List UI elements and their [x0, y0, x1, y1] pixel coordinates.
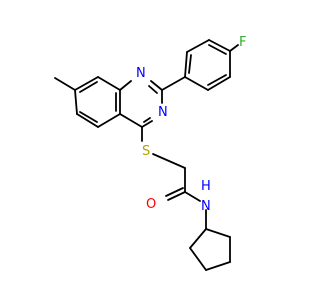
nitrogen-label-mid: N	[158, 105, 168, 120]
bond	[150, 80, 163, 91]
bond	[79, 81, 98, 93]
bond	[74, 89, 78, 115]
bond	[148, 85, 158, 94]
bond	[188, 54, 192, 74]
bond	[184, 76, 209, 91]
bond	[54, 77, 76, 91]
bond	[165, 187, 184, 197]
bond	[152, 153, 186, 169]
molecule-canvas: F N N S O N H	[54, 35, 246, 271]
bond	[79, 111, 98, 123]
bond	[186, 39, 210, 53]
amide-nitrogen-label: N	[201, 199, 211, 214]
amide-hydrogen-label: H	[201, 179, 211, 194]
structure-diagram: F N N S O N H	[54, 35, 246, 271]
bond	[207, 74, 227, 86]
bond	[97, 76, 121, 91]
bond	[119, 80, 132, 91]
bonds	[54, 39, 239, 271]
bond	[143, 117, 151, 123]
bond	[74, 76, 99, 91]
bond	[207, 76, 231, 91]
sulfur-label: S	[142, 144, 150, 159]
bond	[229, 44, 239, 52]
bond	[167, 191, 186, 201]
atom-labels: F N N S O N H	[136, 35, 246, 214]
fluorine-label: F	[239, 35, 246, 50]
bond	[205, 261, 231, 271]
bond	[205, 228, 231, 238]
bond	[76, 113, 99, 128]
bond	[119, 113, 143, 128]
bond	[161, 76, 186, 91]
nitrogen-label-top: N	[136, 66, 146, 81]
bond	[184, 51, 188, 78]
bond	[208, 44, 227, 55]
bond	[189, 247, 207, 271]
bond	[208, 39, 231, 52]
bond	[97, 113, 121, 128]
oxygen-label: O	[146, 197, 156, 212]
bond	[141, 120, 153, 128]
bond	[189, 228, 207, 249]
bond	[184, 191, 201, 202]
